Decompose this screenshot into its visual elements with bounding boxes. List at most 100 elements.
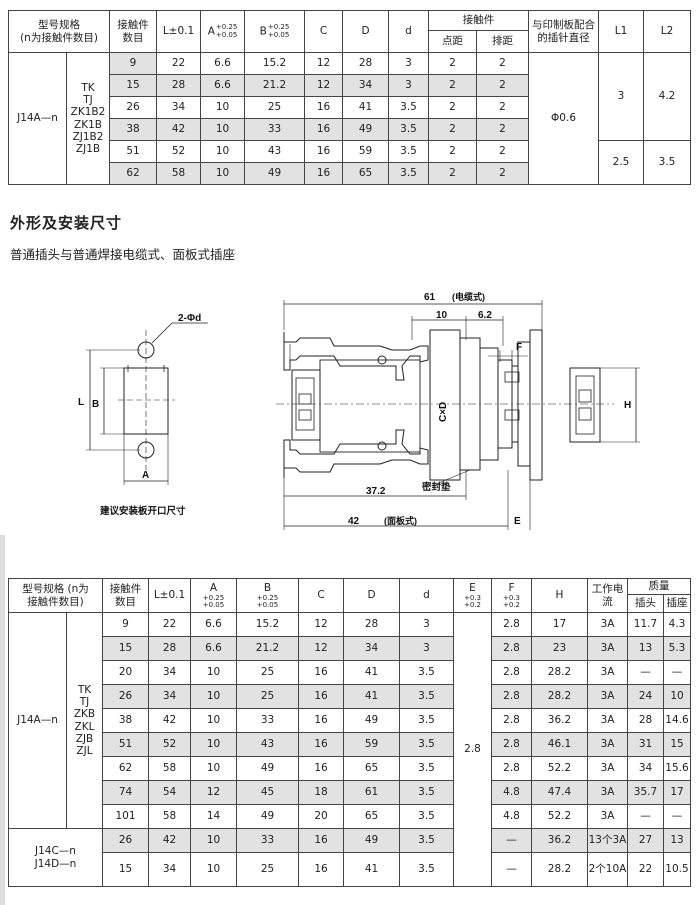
header-E: E+0.3 +0.2	[453, 578, 492, 613]
variants-cell: TK TJ ZKB ZKL ZJB ZJL	[66, 612, 103, 829]
header-d: d	[388, 10, 430, 53]
table-cell: 2.8	[491, 708, 532, 733]
dim-42-note: (面板式)	[384, 515, 417, 526]
table-cell: 49	[343, 828, 400, 853]
table-cell: 6.6	[200, 52, 246, 75]
table-cell: 27	[627, 828, 664, 853]
mounting-cutout-sketch	[86, 322, 208, 485]
table-cell: 34	[148, 852, 191, 887]
table-cell: 41	[343, 660, 400, 685]
table-cell: 10	[190, 708, 237, 733]
table-cell: 41	[343, 852, 400, 887]
table-cell: 10.5	[663, 852, 691, 887]
table-cell: 49	[343, 708, 400, 733]
table-cell: 49	[236, 804, 299, 829]
table-cell: 2	[428, 52, 478, 75]
table-cell: 15	[109, 74, 158, 97]
table-cell: 2.8	[491, 660, 532, 685]
dim-E-label: E	[514, 516, 521, 527]
header-L: L±0.1	[148, 578, 191, 613]
table-cell: 2	[476, 52, 530, 75]
table-cell: 34	[342, 74, 390, 97]
table-cell: 15	[102, 636, 149, 661]
table-cell: 3.5	[399, 804, 454, 829]
L1-cell: 2.5	[598, 140, 645, 185]
table-cell: 2个10A	[587, 852, 628, 887]
dim-F-label: F	[516, 342, 522, 353]
header-contact-group: 接触件	[428, 10, 530, 31]
table-cell: 10	[190, 852, 237, 887]
table-cell: 3.5	[388, 140, 430, 163]
table-cell: 12	[190, 780, 237, 805]
table-cell: 3.5	[399, 828, 454, 853]
table-cell: 14.6	[663, 708, 691, 733]
page-edge-bar	[0, 535, 5, 905]
spec-table-2: 型号规格 (n为 接触件数目) 接触件 数目 L±0.1 A+0.25 +0.0…	[8, 578, 691, 887]
table-cell: 52.2	[531, 756, 588, 781]
table-cell: 34	[148, 660, 191, 685]
table-cell: 13个3A	[587, 828, 628, 853]
header-model: 型号规格 (n为 接触件数目)	[8, 578, 103, 613]
table-cell: 52	[156, 140, 202, 163]
table-cell: 3.5	[399, 684, 454, 709]
table-cell: 10	[200, 96, 246, 119]
table-cell: 3.5	[399, 852, 454, 887]
spec-table-1: 型号规格 (n为接触件数目) 接触件 数目 L±0.1 A+0.25 +0.05…	[7, 10, 692, 185]
table-cell: 3	[399, 636, 454, 661]
table-cell: 3.5	[388, 96, 430, 119]
table-cell: 16	[304, 162, 344, 185]
table-cell: 22	[156, 52, 202, 75]
table-cell: 3A	[587, 612, 628, 637]
table-cell: 24	[627, 684, 664, 709]
table-cell: 2.8	[491, 612, 532, 637]
table-cell: 49	[236, 756, 299, 781]
header-rows: 排距	[476, 30, 530, 53]
table-cell: 62	[102, 756, 149, 781]
table-cell: 41	[343, 684, 400, 709]
table-cell: —	[491, 828, 532, 853]
model-cell: J14A—n	[8, 612, 67, 829]
table-cell: 33	[236, 828, 299, 853]
table-cell: 34	[156, 96, 202, 119]
table-cell: 3.5	[399, 660, 454, 685]
table-cell: 59	[343, 732, 400, 757]
dim-H-label: H	[624, 400, 631, 411]
header-contacts: 接触件 数目	[109, 10, 158, 53]
header-D: D	[342, 10, 390, 53]
table-cell: 58	[148, 756, 191, 781]
table-cell: 28	[148, 636, 191, 661]
table-cell: 3.5	[388, 118, 430, 141]
table-cell: 2	[476, 140, 530, 163]
table-cell: 22	[148, 612, 191, 637]
table-cell: 20	[102, 660, 149, 685]
table-cell: 3A	[587, 684, 628, 709]
header-mass: 质量	[627, 578, 691, 595]
table-cell: 22	[627, 852, 664, 887]
table-cell: 59	[342, 140, 390, 163]
dim-CxD-label: C×D	[438, 402, 449, 422]
table-cell: 46.1	[531, 732, 588, 757]
table-cell: 9	[109, 52, 158, 75]
table-cell: 17	[663, 780, 691, 805]
table-cell: 10	[190, 732, 237, 757]
table-cell: 28.2	[531, 852, 588, 887]
table-cell: 3A	[587, 708, 628, 733]
table-cell: 16	[304, 96, 344, 119]
dim-37-label: 37.2	[366, 486, 386, 497]
table-cell: 3A	[587, 636, 628, 661]
table-cell: 3A	[587, 804, 628, 829]
table-cell: 10	[200, 162, 246, 185]
table-cell: 16	[298, 684, 344, 709]
table-cell: 15	[102, 852, 149, 887]
table-cell: 18	[298, 780, 344, 805]
table-cell: 10	[190, 660, 237, 685]
table-cell: 3.5	[399, 708, 454, 733]
table-cell: 20	[298, 804, 344, 829]
table-cell: 65	[343, 804, 400, 829]
table-cell: 6.6	[190, 636, 237, 661]
table-cell: 10	[190, 828, 237, 853]
table-cell: 2.8	[491, 732, 532, 757]
table-cell: 3.5	[399, 732, 454, 757]
seal-label: 密封垫	[421, 481, 451, 493]
table-cell: 3A	[587, 732, 628, 757]
